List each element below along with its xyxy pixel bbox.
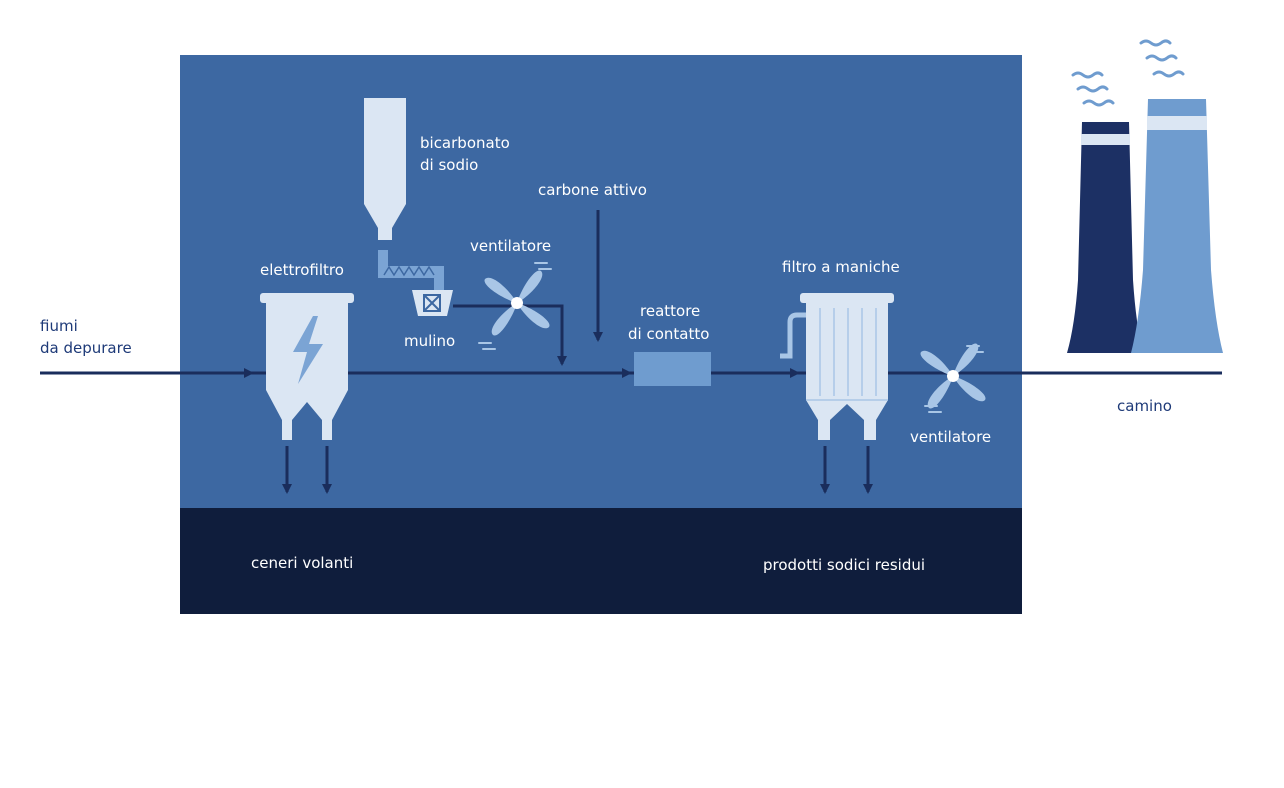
chimney-light-stack (1131, 99, 1223, 353)
contact-reactor (634, 352, 711, 386)
fan-icon (478, 262, 552, 350)
residue-band (180, 508, 1022, 614)
bicarbonate-label: bicarbonato di sodio (420, 134, 515, 174)
mill-label: mulino (404, 332, 455, 350)
reagent-line (453, 304, 567, 366)
inlet-label: fiumi da depurare (40, 317, 132, 357)
residue-outlets (820, 446, 873, 494)
mill-icon (412, 290, 453, 316)
residues-label: prodotti sodici residui (763, 556, 925, 574)
fan-left-label: ventilatore (470, 237, 551, 255)
chimney (1067, 99, 1223, 353)
bag-filter-label: filtro a maniche (782, 258, 900, 276)
chimney-label: camino (1117, 397, 1172, 415)
electrofilter (260, 293, 354, 440)
fan-right-label: ventilatore (910, 428, 991, 446)
reactor-label: reattore di contatto (628, 302, 709, 343)
fly-ash-outlets (282, 446, 332, 494)
bicarbonate-silo (364, 98, 406, 240)
bag-filter (780, 293, 894, 440)
process-panel (180, 55, 1022, 508)
chimney-light-band (1147, 116, 1207, 130)
electrofilter-label: elettrofiltro (260, 261, 344, 279)
smoke-wave-icon (1071, 39, 1185, 107)
fly-ash-label: ceneri volanti (251, 554, 353, 572)
activated-carbon-label: carbone attivo (538, 181, 647, 199)
lightning-bolt-icon (293, 316, 323, 384)
chimney-dark-stack (1067, 122, 1143, 353)
chimney-dark-band (1081, 134, 1130, 145)
screw-conveyor (378, 250, 444, 290)
fan-icon (920, 343, 986, 413)
